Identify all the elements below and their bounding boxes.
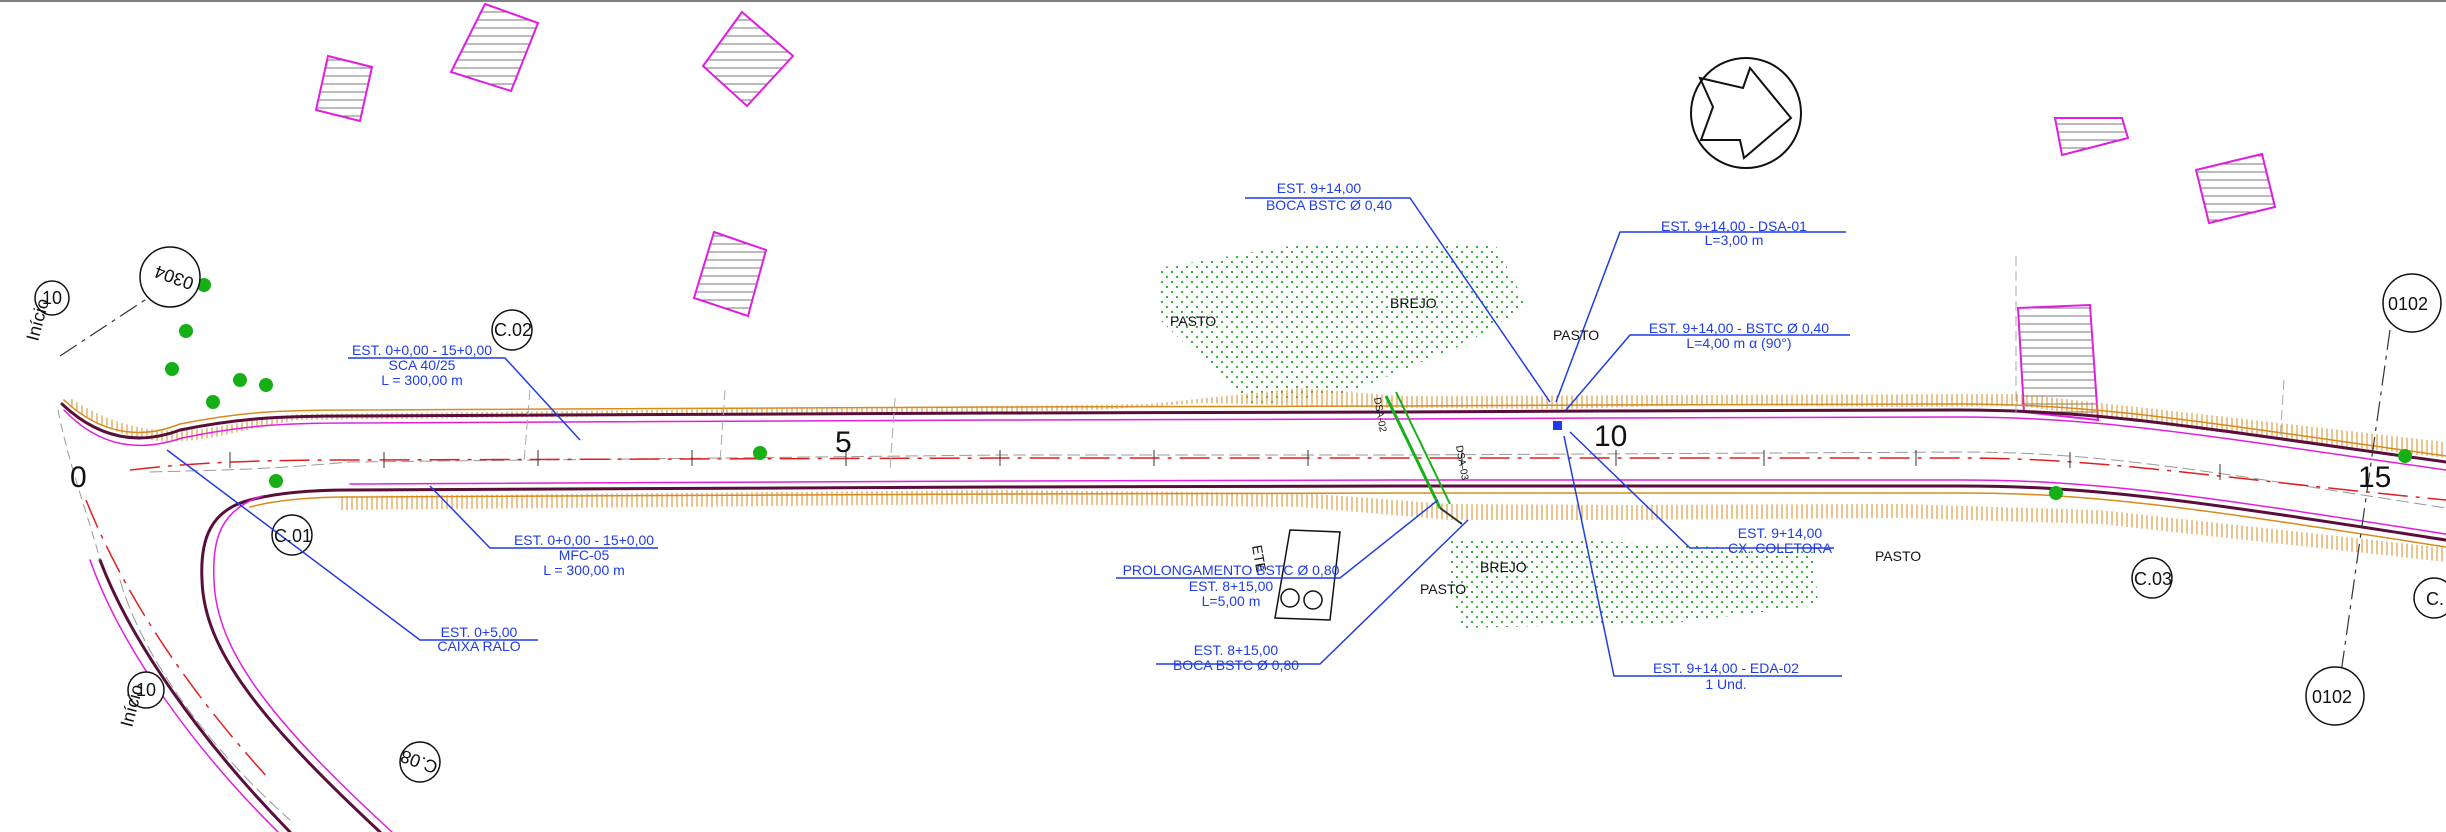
svg-text:CX. COLETORA: CX. COLETORA xyxy=(1728,540,1833,556)
area-label-pasto: PASTO xyxy=(1553,327,1599,343)
svg-text:EST. 8+15,00: EST. 8+15,00 xyxy=(1194,642,1279,658)
building xyxy=(2053,117,2130,157)
callout-leaders xyxy=(166,197,1850,677)
branch-centerline xyxy=(85,499,271,781)
svg-text:EST. 9+14,00 - EDA-02: EST. 9+14,00 - EDA-02 xyxy=(1653,660,1799,676)
area-label-pasto: PASTO xyxy=(1170,313,1216,329)
svg-text:EST. 0+0,00 - 15+0,00: EST. 0+0,00 - 15+0,00 xyxy=(514,532,654,548)
section-lines xyxy=(59,289,2391,681)
trees xyxy=(165,278,2412,500)
svg-text:CAIXA RALO: CAIXA RALO xyxy=(437,638,520,654)
callout-boca-080: EST. 8+15,00 BOCA BSTC Ø 0,80 xyxy=(1173,642,1299,673)
svg-text:EST. 9+14,00 - DSA-01: EST. 9+14,00 - DSA-01 xyxy=(1661,218,1807,234)
callout-mfc: EST. 0+0,00 - 15+0,00 MFC-05 L = 300,00 … xyxy=(514,532,654,578)
area-label-brejo: BREJO xyxy=(1390,295,1437,311)
wetland-area xyxy=(1448,538,1818,628)
callout-bstc040: EST. 9+14,00 - BSTC Ø 0,40 L=4,00 m α (9… xyxy=(1649,320,1829,351)
svg-text:EST. 0+5,00: EST. 0+5,00 xyxy=(441,624,518,640)
building xyxy=(2016,303,2100,422)
pipe-crossing xyxy=(1384,391,1463,525)
svg-text:MFC-05: MFC-05 xyxy=(559,547,610,563)
offset-lines xyxy=(523,256,2285,471)
svg-text:L=3,00 m: L=3,00 m xyxy=(1705,232,1764,248)
building xyxy=(314,54,374,123)
svg-text:EST. 9+14,00 - BSTC Ø 0,40: EST. 9+14,00 - BSTC Ø 0,40 xyxy=(1649,320,1829,336)
svg-text:SCA 40/25: SCA 40/25 xyxy=(389,357,456,373)
svg-text:EST. 0+0,00 - 15+0,00: EST. 0+0,00 - 15+0,00 xyxy=(352,342,492,358)
building-group xyxy=(314,2,2277,422)
area-label-pasto: PASTO xyxy=(1875,548,1921,564)
area-label-brejo: BREJO xyxy=(1480,559,1527,575)
north-arrow-icon xyxy=(1690,57,1802,169)
embankment-bottom xyxy=(340,490,2446,562)
callout-sca: EST. 0+0,00 - 15+0,00 SCA 40/25 L = 300,… xyxy=(352,342,492,388)
ref-0102: 0102 xyxy=(2388,294,2428,314)
building xyxy=(449,2,540,93)
wetland-area xyxy=(1158,244,1527,406)
ete-label: ETE xyxy=(1249,544,1269,574)
callout-cx-coletora: EST. 9+14,00 CX. COLETORA xyxy=(1728,525,1833,556)
small-label: DSA-03 xyxy=(1453,445,1470,482)
callout-prolongamento: PROLONGAMENTO BSTC Ø 0,80 EST. 8+15,00 L… xyxy=(1123,562,1340,609)
callout-boca-040: EST. 9+14,00 BOCA BSTC Ø 0,40 xyxy=(1266,180,1392,213)
station-0: 0 xyxy=(70,461,87,494)
building xyxy=(692,230,768,318)
centerline xyxy=(129,457,2446,501)
svg-text:BOCA BSTC Ø 0,40: BOCA BSTC Ø 0,40 xyxy=(1266,197,1392,213)
station-ticks xyxy=(229,450,2221,480)
building xyxy=(2194,152,2277,225)
ref-10: 10 xyxy=(42,288,62,308)
svg-text:L = 300,00 m: L = 300,00 m xyxy=(381,372,463,388)
building xyxy=(701,10,795,108)
callout-dsa01: EST. 9+14,00 - DSA-01 L=3,00 m xyxy=(1661,218,1807,248)
embankment-top xyxy=(70,388,2446,458)
ref-c01: C.01 xyxy=(274,526,312,546)
svg-text:1 Und.: 1 Und. xyxy=(1705,676,1746,692)
ete-structure xyxy=(1274,529,1341,621)
ref-0102: 0102 xyxy=(2312,687,2352,707)
ref-c02: C.02 xyxy=(494,320,532,340)
svg-text:L=5,00 m: L=5,00 m xyxy=(1202,593,1261,609)
reference-circles xyxy=(34,246,2446,783)
ref-10: 10 xyxy=(136,680,156,700)
callout-eda02: EST. 9+14,00 - EDA-02 1 Und. xyxy=(1653,660,1799,692)
start-label: Início xyxy=(23,296,53,343)
station-10: 10 xyxy=(1594,420,1627,453)
svg-text:EST. 9+14,00: EST. 9+14,00 xyxy=(1738,525,1823,541)
area-label-pasto: PASTO xyxy=(1420,581,1466,597)
svg-text:PROLONGAMENTO BSTC Ø 0,80: PROLONGAMENTO BSTC Ø 0,80 xyxy=(1123,562,1340,578)
road-edges xyxy=(57,399,2446,832)
ref-c03: C.03 xyxy=(2134,569,2172,589)
collector-box-icon xyxy=(1553,421,1562,430)
ref-c04: C. xyxy=(2426,589,2444,609)
svg-text:EST. 9+14,00: EST. 9+14,00 xyxy=(1277,180,1362,196)
svg-text:EST. 8+15,00: EST. 8+15,00 xyxy=(1189,578,1274,594)
svg-text:BOCA BSTC Ø 0,80: BOCA BSTC Ø 0,80 xyxy=(1173,657,1299,673)
svg-text:L = 300,00 m: L = 300,00 m xyxy=(543,562,625,578)
station-5: 5 xyxy=(835,426,852,459)
callout-caixa-ralo: EST. 0+5,00 CAIXA RALO xyxy=(437,624,520,654)
station-15: 15 xyxy=(2358,461,2391,494)
svg-text:L=4,00 m α (90°): L=4,00 m α (90°) xyxy=(1686,335,1791,351)
